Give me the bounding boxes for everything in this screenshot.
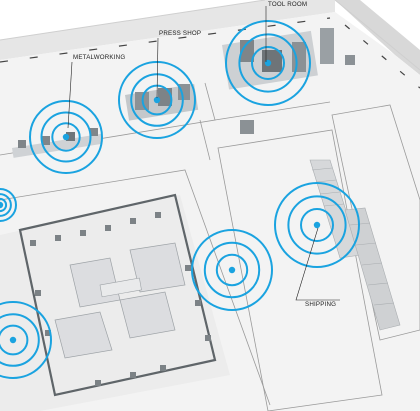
shipping-racks bbox=[309, 159, 401, 331]
zone-label-press-shop: PRESS SHOP bbox=[159, 30, 201, 37]
wireless-signal-icon bbox=[0, 188, 17, 222]
wireless-signal-icon bbox=[0, 301, 52, 379]
wireless-signal-icon bbox=[29, 100, 103, 174]
wireless-signal-icon bbox=[225, 20, 311, 106]
wireless-signal-icon bbox=[274, 182, 360, 268]
back-wall bbox=[0, 0, 335, 60]
zone-label-metalworking: METALWORKING bbox=[73, 54, 125, 61]
right-wall bbox=[335, 0, 420, 75]
zone-labels: METALWORKING PRESS SHOP TOOL ROOM SHIPPI… bbox=[67, 1, 340, 308]
wireless-signal-icon bbox=[118, 61, 196, 139]
assembly-area bbox=[0, 193, 230, 411]
wireless-signals bbox=[0, 20, 360, 379]
zone-label-shipping: SHIPPING bbox=[305, 301, 336, 308]
wireless-signal-icon bbox=[191, 229, 273, 311]
zone-label-tool-room: TOOL ROOM bbox=[268, 1, 307, 8]
